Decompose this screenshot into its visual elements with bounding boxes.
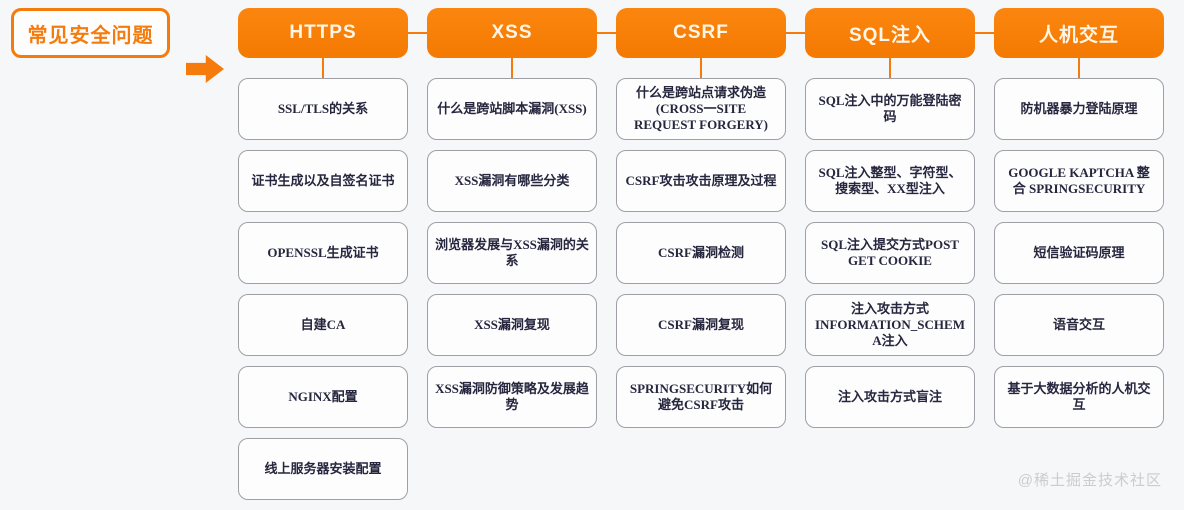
topic-card[interactable]: 自建CA <box>238 294 408 356</box>
topic-card[interactable]: 语音交互 <box>994 294 1164 356</box>
root-topic-box[interactable]: 常见安全问题 <box>11 8 170 58</box>
topic-card[interactable]: 什么是跨站脚本漏洞(XSS) <box>427 78 597 140</box>
topic-card[interactable]: CSRF漏洞检测 <box>616 222 786 284</box>
topic-card[interactable]: 注入攻击方式盲注 <box>805 366 975 428</box>
topic-card[interactable]: 基于大数据分析的人机交互 <box>994 366 1164 428</box>
topic-card[interactable]: XSS漏洞复现 <box>427 294 597 356</box>
connector-line <box>1078 58 1080 78</box>
topic-card[interactable]: GOOGLE KAPTCHA 整合 SPRINGSECURITY <box>994 150 1164 212</box>
topic-card[interactable]: 浏览器发展与XSS漏洞的关系 <box>427 222 597 284</box>
watermark: @稀土掘金技术社区 <box>1017 472 1162 489</box>
topic-card[interactable]: XSS漏洞防御策略及发展趋势 <box>427 366 597 428</box>
root-topic-label: 常见安全问题 <box>27 24 154 47</box>
topic-card[interactable]: 防机器暴力登陆原理 <box>994 78 1164 140</box>
connector-line <box>511 58 513 78</box>
column-header-xss[interactable]: XSS <box>427 8 597 58</box>
topic-card[interactable]: 注入攻击方式 INFORMATION_SCHEMA注入 <box>805 294 975 356</box>
topic-columns: HTTPS SSL/TLS的关系 证书生成以及自签名证书 OPENSSL生成证书… <box>238 8 1164 510</box>
topic-card[interactable]: SPRINGSECURITY如何避免CSRF攻击 <box>616 366 786 428</box>
flow-arrow-icon <box>186 55 224 83</box>
column-header-https[interactable]: HTTPS <box>238 8 408 58</box>
topic-card[interactable]: CSRF攻击攻击原理及过程 <box>616 150 786 212</box>
topic-card[interactable]: 什么是跨站点请求伪造 (CROSS一SITE REQUEST FORGERY) <box>616 78 786 140</box>
topic-card[interactable]: XSS漏洞有哪些分类 <box>427 150 597 212</box>
connector-line <box>322 58 324 78</box>
column-header-human-interaction[interactable]: 人机交互 <box>994 8 1164 58</box>
topic-card[interactable]: SSL/TLS的关系 <box>238 78 408 140</box>
topic-card[interactable]: 短信验证码原理 <box>994 222 1164 284</box>
topic-card[interactable]: NGINX配置 <box>238 366 408 428</box>
column-header-sql-injection[interactable]: SQL注入 <box>805 8 975 58</box>
column-https: HTTPS SSL/TLS的关系 证书生成以及自签名证书 OPENSSL生成证书… <box>238 8 408 510</box>
column-sql-injection: SQL注入 SQL注入中的万能登陆密码 SQL注入整型、字符型、搜索型、XX型注… <box>805 8 975 510</box>
topic-card[interactable]: SQL注入中的万能登陆密码 <box>805 78 975 140</box>
connector-line <box>889 58 891 78</box>
connector-line <box>700 58 702 78</box>
topic-card[interactable]: SQL注入整型、字符型、搜索型、XX型注入 <box>805 150 975 212</box>
topic-card[interactable]: SQL注入提交方式POST GET COOKIE <box>805 222 975 284</box>
topic-card[interactable]: CSRF漏洞复现 <box>616 294 786 356</box>
topic-card[interactable]: 线上服务器安装配置 <box>238 438 408 500</box>
column-header-csrf[interactable]: CSRF <box>616 8 786 58</box>
column-xss: XSS 什么是跨站脚本漏洞(XSS) XSS漏洞有哪些分类 浏览器发展与XSS漏… <box>427 8 597 510</box>
column-human-interaction: 人机交互 防机器暴力登陆原理 GOOGLE KAPTCHA 整合 SPRINGS… <box>994 8 1164 510</box>
column-csrf: CSRF 什么是跨站点请求伪造 (CROSS一SITE REQUEST FORG… <box>616 8 786 510</box>
topic-card[interactable]: 证书生成以及自签名证书 <box>238 150 408 212</box>
topic-card[interactable]: OPENSSL生成证书 <box>238 222 408 284</box>
